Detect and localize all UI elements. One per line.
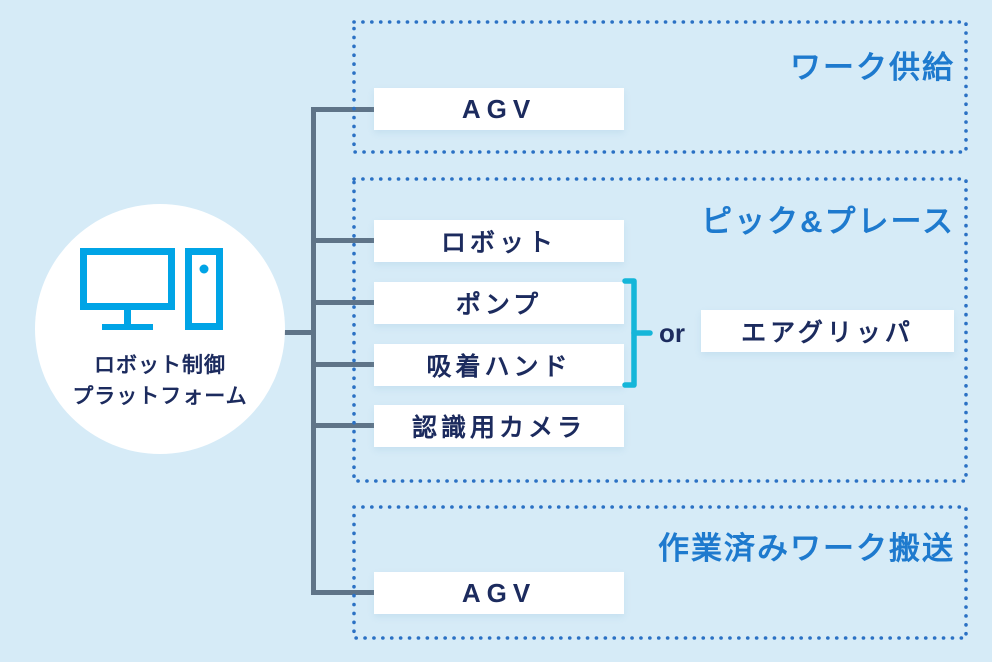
connector-branch-suction-hand bbox=[311, 362, 375, 367]
connector-branch-agv-transport bbox=[311, 590, 375, 595]
node-recognition-camera: 認識用カメラ bbox=[374, 405, 624, 447]
dotted-border bbox=[352, 177, 968, 483]
platform-circle: ロボット制御 プラットフォーム bbox=[35, 204, 285, 454]
node-agv-supply: AGV bbox=[374, 88, 624, 130]
section-pick-and-place: ピック&プレース bbox=[352, 177, 968, 483]
section-work-supply: ワーク供給 bbox=[352, 20, 968, 154]
platform-label: ロボット制御 プラットフォーム bbox=[35, 350, 285, 412]
connector-branch-camera bbox=[311, 423, 375, 428]
or-bracket bbox=[622, 278, 653, 388]
node-pump: ポンプ bbox=[374, 282, 624, 324]
dotted-border bbox=[352, 20, 968, 154]
section-title-work-supply: ワーク供給 bbox=[790, 50, 955, 85]
platform-label-line1: ロボット制御 bbox=[94, 354, 226, 377]
connector-branch-robot bbox=[311, 238, 375, 243]
connector-trunk-line bbox=[311, 107, 316, 595]
node-agv-transport: AGV bbox=[374, 572, 624, 614]
section-title-pick-and-place: ピック&プレース bbox=[701, 204, 955, 239]
or-label: or bbox=[659, 317, 685, 348]
node-robot: ロボット bbox=[374, 220, 624, 262]
connector-platform-line bbox=[284, 330, 312, 335]
section-title-finished-work-transport: 作業済みワーク搬送 bbox=[658, 531, 955, 566]
connector-branch-pump bbox=[311, 300, 375, 305]
dotted-border bbox=[352, 505, 968, 640]
platform-label-line2: プラットフォーム bbox=[72, 385, 248, 408]
connector-branch-agv-supply bbox=[311, 107, 375, 112]
section-finished-work-transport: 作業済みワーク搬送 bbox=[352, 505, 968, 640]
computer-icon bbox=[80, 248, 223, 330]
node-air-gripper: エアグリッパ bbox=[701, 310, 954, 352]
node-suction-hand: 吸着ハンド bbox=[374, 344, 624, 386]
